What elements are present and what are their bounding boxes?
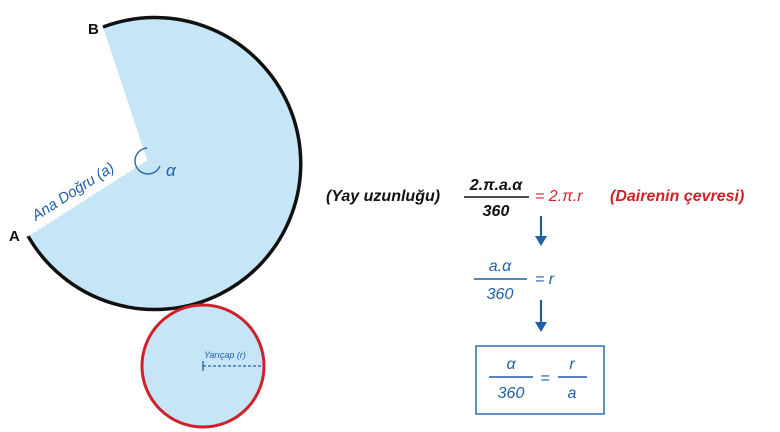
arrow-2-head <box>535 322 547 332</box>
circumference-label: (Dairenin çevresi) <box>610 188 744 205</box>
eq2-numerator: a.α <box>489 258 512 275</box>
point-a-label: A <box>9 228 20 245</box>
eq1-numerator: 2.π.a.α <box>469 177 524 194</box>
eq3-numerator: α <box>506 356 516 373</box>
point-b-label: B <box>88 21 99 38</box>
angle-arc <box>134 147 161 175</box>
eq3-equals: = <box>540 370 549 387</box>
eq1-denominator: 360 <box>483 203 510 220</box>
eq3-rhs-numerator: r <box>569 356 575 373</box>
sector-fill <box>28 17 301 310</box>
eq2-rhs: = r <box>535 271 555 288</box>
angle-alpha-label: α <box>166 161 177 180</box>
sector-arc <box>26 15 303 312</box>
slant-dashed-line <box>27 159 148 237</box>
eq3-denominator: 360 <box>498 385 525 402</box>
arrow-1-head <box>535 236 547 246</box>
eq1-rhs: = 2.π.r <box>535 188 583 205</box>
radius-label: Yarıçap (r) <box>204 350 246 360</box>
eq3-rhs-denominator: a <box>568 385 577 402</box>
result-box <box>475 345 605 415</box>
arc-length-label: (Yay uzunluğu) <box>326 188 440 205</box>
eq2-denominator: 360 <box>487 286 514 303</box>
